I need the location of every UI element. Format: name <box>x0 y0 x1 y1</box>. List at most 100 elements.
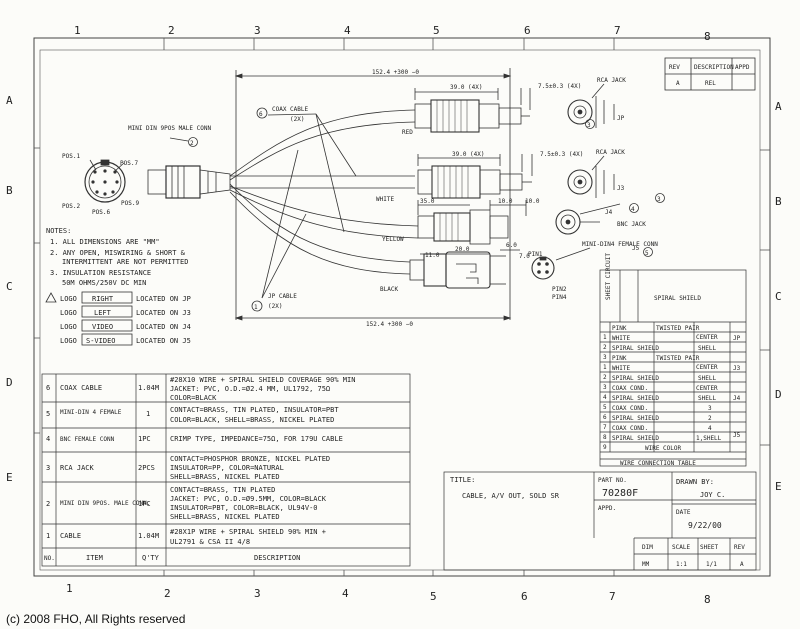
wt-r10-no: 7 <box>603 424 607 431</box>
outer-border <box>33 37 771 577</box>
wire-connection-table-label: WIRE CONNECTION TABLE <box>620 460 696 467</box>
wt-r4-color: PINK <box>612 355 627 362</box>
svg-text:4: 4 <box>631 206 635 213</box>
jp-cable-qty: (2X) <box>268 303 282 310</box>
jp-cable-label: JP CABLE <box>268 293 297 300</box>
mini-din4-plug <box>409 249 520 289</box>
note-1: 1. ALL DIMENSIONS ARE "MM" <box>50 238 160 246</box>
date-value: 9/22/00 <box>688 521 722 530</box>
sheet-circuit-label: SHEET CIRCUIT <box>605 253 612 300</box>
grid-bottom-5: 5 <box>430 590 437 603</box>
bom-1-no: 1 <box>46 532 50 540</box>
note-2a: 2. ANY OPEN, MISWIRING & SHORT & <box>50 249 186 257</box>
grid-ticks <box>34 38 770 576</box>
bom-6-qty: 1.04M <box>138 384 159 392</box>
logo-2-text: LEFT <box>94 309 112 317</box>
bom-5-qty: 1 <box>146 410 150 418</box>
bom-2-desc-d: SHELL=BRASS, NICKEL PLATED <box>170 513 280 521</box>
bom-5-item: MINI-DIN 4 FEMALE <box>60 409 122 416</box>
scale-value: 1:1 <box>676 561 687 568</box>
wt-r1-no: 1 <box>603 334 607 341</box>
grid-top-1: 1 <box>74 24 81 37</box>
svg-text:5: 5 <box>645 250 649 257</box>
svg-text:1: 1 <box>254 304 258 311</box>
pin2-label: PIN2 <box>552 286 567 293</box>
dim-20: 20.0 <box>455 246 470 253</box>
wt-r1-type: TWISTED PAIR <box>656 325 700 332</box>
grid-top-5: 5 <box>433 24 440 37</box>
grid-right-c: C <box>775 290 782 303</box>
pos6-label: POS.6 <box>92 209 110 216</box>
sheet-value: 1/1 <box>706 561 717 568</box>
note-3b: 50M OHMS/250V DC MIN <box>62 279 146 287</box>
spiral-shield-header: SPIRAL SHIELD <box>654 295 701 302</box>
logo-3-loc: LOCATED ON J4 <box>136 323 191 331</box>
black-label: BLACK <box>380 286 398 293</box>
grid-bottom-8: 8 <box>704 593 711 606</box>
grid-right-b: B <box>775 195 782 208</box>
white-label: WHITE <box>376 196 394 203</box>
title-block <box>443 471 757 571</box>
grid-bottom-1: 1 <box>66 582 73 595</box>
wt-r5-color: WHITE <box>612 365 630 372</box>
wire-connection-table: SHEET CIRCUIT SPIRAL SHIELD <box>599 253 747 467</box>
cable-bundle <box>229 109 419 299</box>
bom-table <box>41 373 411 567</box>
bom-5-desc-b: COLOR=BLACK, SHELL=BRASS, NICKEL PLATED <box>170 416 334 424</box>
scale-label: SCALE <box>672 544 690 551</box>
note-2b: INTERMITTENT ARE NOT PERMITTED <box>62 258 188 266</box>
title-value: CABLE, A/V OUT, SOLD SR <box>462 492 560 500</box>
wt-r11-pin: 4 <box>708 425 712 432</box>
drawn-label: DRAWN BY: <box>676 478 714 486</box>
rev-desc-value: REL <box>705 80 716 87</box>
logo-4: LOGO <box>60 337 77 345</box>
dim-35: 35.0 <box>420 198 435 205</box>
wt-r4-no: 1 <box>603 364 607 371</box>
wt-g2-conn: J3 <box>733 365 741 372</box>
mini-din-label-a: MINI DIN 9POS MALE CONN <box>128 125 211 132</box>
dim-6: 6.0 <box>506 242 517 249</box>
bom-footer-item: ITEM <box>86 554 103 562</box>
dim-75-mid: 7.5±0.3 (4X) <box>540 151 583 158</box>
bom-cells: 6 COAX CABLE 1.04M #28X10 WIRE + SPIRAL … <box>44 376 355 562</box>
coax-cable-label: COAX CABLE <box>272 106 309 113</box>
rev-col-rev: REV <box>669 64 680 71</box>
mini4-label: MINI-DIN4 FEMALE CONN <box>582 241 658 248</box>
part-label: PART NO. <box>598 477 627 484</box>
logo-2-loc: LOCATED ON J3 <box>136 309 191 317</box>
jp-label: JP <box>617 115 625 122</box>
bom-2-desc-c: INSULATOR=PBT, COLOR=BLACK, UL94V-0 <box>170 504 318 512</box>
wt-r8-no: 5 <box>603 404 607 411</box>
grid-left-d: D <box>6 376 13 389</box>
rca-plug-white <box>417 154 533 199</box>
grid-right-d: D <box>775 388 782 401</box>
pin1-label: PIN1 <box>528 251 543 258</box>
bom-footer-qty: Q'TY <box>142 554 160 562</box>
mini-din4-face <box>531 247 591 280</box>
grid-left-c: C <box>6 280 13 293</box>
copyright-notice: (c) 2008 FHO, All Rights reserved <box>6 612 186 626</box>
rca-jack-face-1 <box>567 83 615 128</box>
mini-din9-label: MINI DIN 9POS MALE CONN <box>128 125 211 132</box>
logo-3-text: VIDEO <box>92 323 113 331</box>
dim-10a: 10.0 <box>498 198 513 205</box>
bom-6-desc-b: JACKET: PVC, O.D.=Ø2.4 MM, UL1792, 75Ω <box>170 385 330 393</box>
grid-top-6: 6 <box>524 24 531 37</box>
wt-g1-conn: JP <box>733 335 741 342</box>
wt-r1-pin: CENTER <box>696 334 718 341</box>
grid-labels: 1 2 3 4 5 6 7 8 1 2 3 4 5 6 7 8 A B C D … <box>6 24 782 606</box>
bom-5-desc-a: CONTACT=BRASS, TIN PLATED, INSULATOR=PBT <box>170 406 339 414</box>
grid-bottom-2: 2 <box>164 587 171 600</box>
bom-1-item: CABLE <box>60 532 81 540</box>
sheet-label: SHEET <box>700 544 718 551</box>
dim-10b: 10.0 <box>525 198 540 205</box>
grid-right-a: A <box>775 100 782 113</box>
logo-1-loc: LOCATED ON JP <box>136 295 191 303</box>
bom-6-no: 6 <box>46 384 50 392</box>
wt-r7-color: COAX COND. <box>612 385 648 392</box>
rev-col-appd: APPD <box>735 64 750 71</box>
dim-label: DIM <box>642 544 653 551</box>
wt-g4-conn: J5 <box>733 432 741 439</box>
bom-6-item: COAX CABLE <box>60 384 102 392</box>
